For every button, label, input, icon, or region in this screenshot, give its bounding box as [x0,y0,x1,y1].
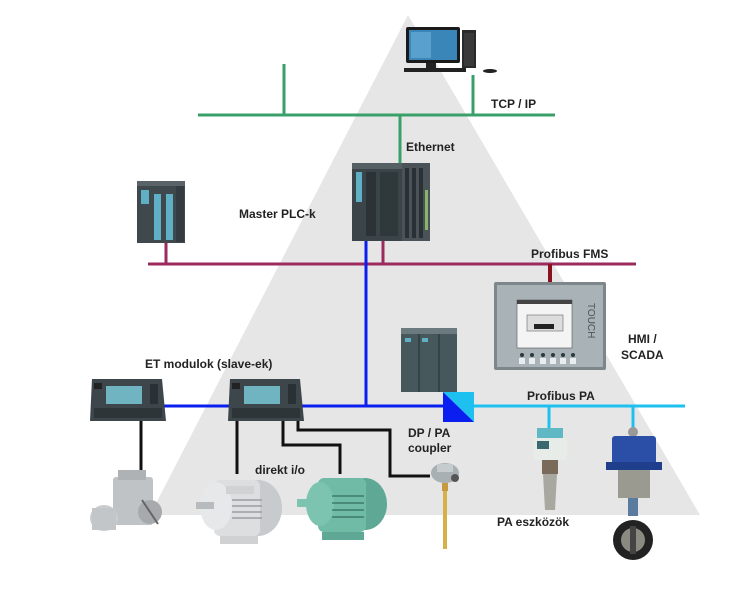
ethernet-label: Ethernet [406,140,455,154]
dp-pa-coupler-module-icon [401,328,457,392]
profibus-fms-bus [148,241,636,266]
profibus-pa-label: Profibus PA [527,389,595,403]
temperature-sensor-icon [431,463,459,549]
computer-workstation-icon [404,27,497,73]
dp-pa-coupler-icon [443,392,474,422]
master-plc-label: Master PLC-k [239,207,316,221]
electric-motor-grey-icon [196,480,282,544]
et-module-1-icon [90,379,166,421]
hmi-label-line1: HMI / [628,332,657,346]
motorized-valve-icon [606,427,662,560]
dp-pa-coupler-label-line2: coupler [408,441,452,455]
dp-pa-coupler-label-line1: DP / PA [408,426,451,440]
profibus-dp-bus [164,241,443,408]
master-plc-main-icon [352,163,430,241]
direct-io-wiring [139,421,430,478]
hmi-brand-text: TOUCH [585,303,596,338]
actuator-gearbox-icon [90,470,162,531]
ethernet-bus [198,64,555,165]
tcp-ip-label: TCP / IP [491,97,536,111]
hmi-panel-icon: TOUCH [494,282,606,370]
hmi-label-line2: SCADA [621,348,664,362]
pa-devices-label: PA eszközök [497,515,569,529]
radar-level-transmitter-icon [533,428,567,510]
et-module-2-icon [228,379,304,421]
electric-motor-green-icon [297,478,387,540]
et-modules-label: ET modulok (slave-ek) [145,357,272,371]
master-plc-secondary-icon [137,181,185,243]
direct-io-label: direkt i/o [255,463,305,477]
profibus-fms-label: Profibus FMS [531,247,608,261]
